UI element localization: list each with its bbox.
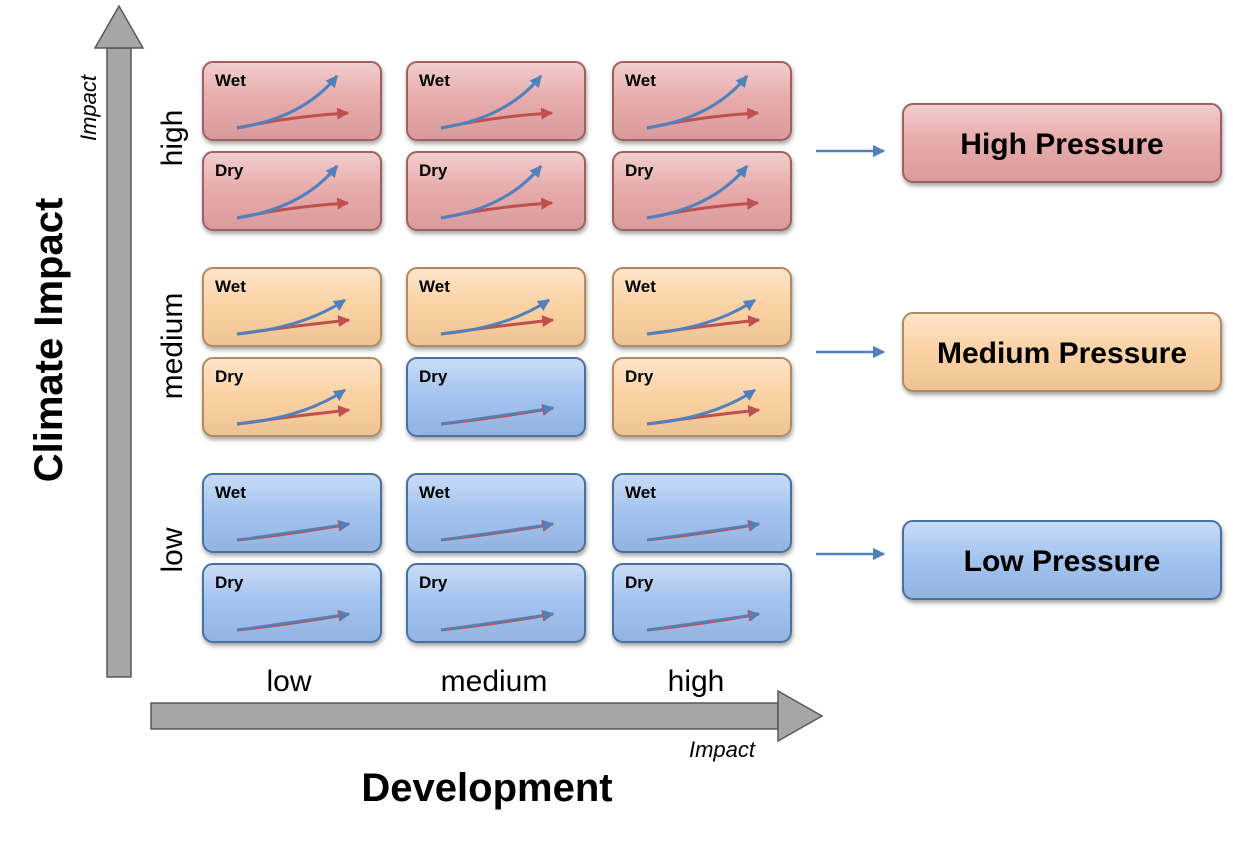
- scenario-label-dry: Dry: [625, 161, 654, 180]
- scenario-box-low-low-dry: Dry: [202, 563, 382, 643]
- x-tick-low: low: [266, 665, 311, 698]
- scenario-label-dry: Dry: [215, 367, 244, 386]
- scenario-box-high-medium-wet: Wet: [406, 61, 586, 141]
- scenario-box-high-low-dry: Dry: [202, 151, 382, 231]
- pressure-label-low: Low Pressure: [964, 545, 1161, 578]
- scenario-label-wet: Wet: [419, 483, 450, 502]
- trend-arrow-blue: [236, 388, 346, 426]
- scenario-box-high-low-wet: Wet: [202, 61, 382, 141]
- trend-arrow-blue: [646, 75, 749, 130]
- scenario-box-gloss: [614, 359, 790, 435]
- scenario-label-dry: Dry: [419, 573, 448, 592]
- trend-arrow-blue: [440, 404, 554, 426]
- trend-arrow-blue: [236, 610, 350, 632]
- scenario-label-dry: Dry: [625, 573, 654, 592]
- trend-arrow-blue: [440, 520, 554, 542]
- y-tick-medium: medium: [156, 293, 189, 400]
- x-tick-high: high: [668, 665, 725, 698]
- y-axis-subtitle: Impact: [76, 74, 101, 141]
- pressure-box-medium: Medium Pressure: [902, 312, 1222, 392]
- y-tick-high: high: [156, 110, 189, 167]
- scenario-box-gloss: [408, 475, 584, 551]
- scenario-label-dry: Dry: [625, 367, 654, 386]
- scenario-label-dry: Dry: [419, 367, 448, 386]
- scenario-label-dry: Dry: [215, 573, 244, 592]
- pressure-box-high: High Pressure: [902, 103, 1222, 183]
- scenario-box-gloss: [614, 475, 790, 551]
- scenario-label-dry: Dry: [419, 161, 448, 180]
- scenario-box-gloss: [204, 359, 380, 435]
- trend-arrow-blue: [440, 75, 543, 130]
- trend-arrow-blue: [236, 75, 339, 130]
- y-axis-arrow: [106, 47, 132, 678]
- trend-arrow-blue: [440, 610, 554, 632]
- scenario-label-wet: Wet: [625, 483, 656, 502]
- scenario-cells: WetDryWetDryWetDryWetDryWetDryWetDryWetD…: [202, 61, 792, 643]
- scenario-box-medium-high-dry: Dry: [612, 357, 792, 437]
- scenario-box-medium-medium-dry: Dry: [406, 357, 586, 437]
- x-tick-medium: medium: [441, 665, 548, 698]
- scenario-box-gloss: [614, 565, 790, 641]
- pressure-box-low: Low Pressure: [902, 520, 1222, 600]
- x-axis-subtitle: Impact: [689, 737, 756, 762]
- scenario-box-medium-low-wet: Wet: [202, 267, 382, 347]
- scenario-label-wet: Wet: [419, 277, 450, 296]
- pressure-box-gloss: [904, 522, 1220, 598]
- x-axis-arrowhead: [777, 689, 824, 743]
- y-tick-low: low: [156, 527, 189, 572]
- scenario-label-wet: Wet: [625, 71, 656, 90]
- scenario-box-low-high-dry: Dry: [612, 563, 792, 643]
- scenario-label-dry: Dry: [215, 161, 244, 180]
- scenario-label-wet: Wet: [419, 71, 450, 90]
- pressure-box-gloss: [904, 105, 1220, 181]
- trend-arrow-blue: [646, 298, 756, 336]
- trend-arrow-blue: [440, 298, 550, 336]
- scenario-box-low-low-wet: Wet: [202, 473, 382, 553]
- scenario-box-gloss: [204, 269, 380, 345]
- trend-arrow-blue: [236, 165, 339, 220]
- pressure-label-medium: Medium Pressure: [937, 337, 1187, 370]
- trend-arrow-blue: [440, 165, 543, 220]
- pressure-label-high: High Pressure: [960, 128, 1163, 161]
- scenario-box-high-medium-dry: Dry: [406, 151, 586, 231]
- scenario-label-wet: Wet: [625, 277, 656, 296]
- scenario-label-wet: Wet: [215, 483, 246, 502]
- y-axis-title: Climate Impact: [27, 198, 71, 483]
- scenario-box-gloss: [614, 269, 790, 345]
- trend-arrow-blue: [236, 298, 346, 336]
- y-axis-arrowhead: [93, 4, 145, 49]
- scenario-label-wet: Wet: [215, 71, 246, 90]
- scenario-box-high-high-dry: Dry: [612, 151, 792, 231]
- trend-arrow-blue: [646, 610, 760, 632]
- pressure-box-gloss: [904, 314, 1220, 390]
- scenario-box-medium-medium-wet: Wet: [406, 267, 586, 347]
- scenario-box-gloss: [408, 359, 584, 435]
- scenario-box-low-medium-wet: Wet: [406, 473, 586, 553]
- scenario-label-wet: Wet: [215, 277, 246, 296]
- trend-arrow-blue: [646, 165, 749, 220]
- scenario-box-gloss: [204, 565, 380, 641]
- x-axis-arrow: [150, 702, 779, 730]
- scenario-box-low-medium-dry: Dry: [406, 563, 586, 643]
- trend-arrow-blue: [646, 520, 760, 542]
- scenario-box-gloss: [408, 269, 584, 345]
- trend-arrow-blue: [646, 388, 756, 426]
- x-axis-title: Development: [361, 766, 612, 810]
- trend-arrow-blue: [236, 520, 350, 542]
- scenario-box-medium-low-dry: Dry: [202, 357, 382, 437]
- scenario-box-gloss: [204, 475, 380, 551]
- scenario-box-low-high-wet: Wet: [612, 473, 792, 553]
- scenario-box-high-high-wet: Wet: [612, 61, 792, 141]
- scenario-box-gloss: [408, 565, 584, 641]
- scenario-box-medium-high-wet: Wet: [612, 267, 792, 347]
